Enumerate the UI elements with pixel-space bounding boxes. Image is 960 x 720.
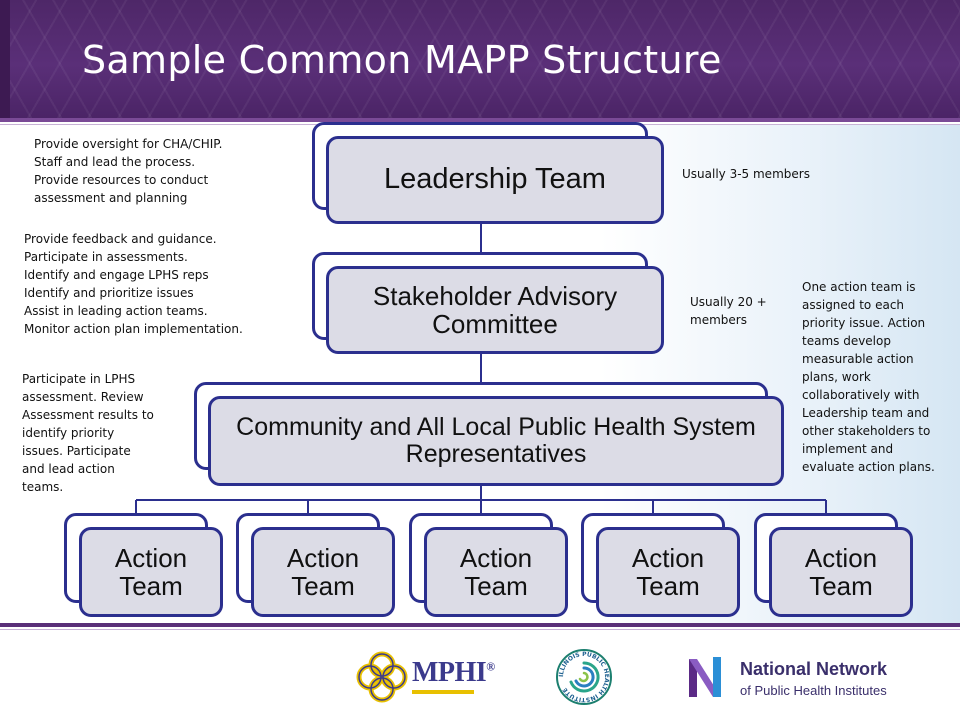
action-team-2-label: Action Team xyxy=(286,542,360,601)
action-team-2-box: Action Team xyxy=(251,527,395,617)
note-line: plans, work xyxy=(802,370,871,384)
stakeholder-committee-box: Stakeholder Advisory Committee xyxy=(326,266,664,354)
note-line: assessment and planning xyxy=(34,191,188,205)
action-team-1-box: Action Team xyxy=(79,527,223,617)
note-line: assigned to each xyxy=(802,298,905,312)
illinois-public-health-institute-logo-icon: ILLINOIS PUBLIC HEALTH INSTITUTE xyxy=(556,649,612,705)
note-line: assessment. Review xyxy=(22,390,144,404)
stakeholder-size-note: Usually 20 + members xyxy=(690,293,767,329)
mphi-logo-bar xyxy=(412,690,474,694)
action-team-4-label: Action Team xyxy=(631,542,705,601)
header-left-stripe xyxy=(0,0,10,118)
note-line: Leadership team and xyxy=(802,406,930,420)
national-network-subtitle: of Public Health Institutes xyxy=(740,683,887,698)
note-line: Usually 20 + xyxy=(690,295,767,309)
action-team-5-label: Action Team xyxy=(804,542,878,601)
mphi-logo-name: MPHI xyxy=(412,657,487,688)
mphi-logo-text: MPHI® xyxy=(412,657,495,689)
note-line: implement and xyxy=(802,442,894,456)
action-teams-description-note: One action team is assigned to each prio… xyxy=(802,278,935,476)
note-line: Assessment results to xyxy=(22,408,154,422)
note-line: priority issue. Action xyxy=(802,316,926,330)
note-line: Assist in leading action teams. xyxy=(24,304,208,318)
note-line: evaluate action plans. xyxy=(802,460,935,474)
note-line: Provide feedback and guidance. xyxy=(24,232,217,246)
header-rule xyxy=(0,118,960,122)
note-line: Participate in assessments. xyxy=(24,250,188,264)
action-team-3-box: Action Team xyxy=(424,527,568,617)
note-line: teams. xyxy=(22,480,64,494)
note-line: Identify and engage LPHS reps xyxy=(24,268,209,282)
slide-title: Sample Common MAPP Structure xyxy=(82,38,722,82)
footer-rule xyxy=(0,623,960,627)
note-line: measurable action xyxy=(802,352,914,366)
footer-rule-thin xyxy=(0,629,960,630)
note-line: teams develop xyxy=(802,334,891,348)
action-team-3-label: Action Team xyxy=(459,542,533,601)
action-team-5-box: Action Team xyxy=(769,527,913,617)
national-network-logo-icon xyxy=(689,657,721,697)
note-line: Provide resources to conduct xyxy=(34,173,209,187)
note-line: and lead action xyxy=(22,462,115,476)
note-line: Provide oversight for CHA/CHIP. xyxy=(34,137,223,151)
note-line: One action team is xyxy=(802,280,916,294)
note-line: Identify and prioritize issues xyxy=(24,286,194,300)
stakeholder-committee-label: Stakeholder Advisory Committee xyxy=(372,280,618,339)
header-pattern xyxy=(0,0,960,118)
leadership-team-box: Leadership Team xyxy=(326,136,664,224)
community-label: Community and All Local Public Health Sy… xyxy=(236,413,756,468)
note-line: collaboratively with xyxy=(802,388,920,402)
action-team-1-label: Action Team xyxy=(114,542,188,601)
community-box: Community and All Local Public Health Sy… xyxy=(208,396,784,486)
note-line: identify priority xyxy=(22,426,115,440)
community-responsibilities-note: Participate in LPHS assessment. Review A… xyxy=(22,370,154,496)
note-line: Monitor action plan implementation. xyxy=(24,322,243,336)
slide-header: Sample Common MAPP Structure xyxy=(0,0,960,118)
note-line: Staff and lead the process. xyxy=(34,155,196,169)
mphi-logo-icon xyxy=(356,651,408,703)
note-line: issues. Participate xyxy=(22,444,131,458)
leadership-size-note: Usually 3-5 members xyxy=(682,165,810,183)
action-team-4-box: Action Team xyxy=(596,527,740,617)
note-line: Participate in LPHS xyxy=(22,372,136,386)
stakeholder-responsibilities-note: Provide feedback and guidance. Participa… xyxy=(24,230,243,338)
mphi-registered-mark: ® xyxy=(486,659,495,674)
national-network-name: National Network xyxy=(740,659,888,679)
note-line: other stakeholders to xyxy=(802,424,931,438)
leadership-responsibilities-note: Provide oversight for CHA/CHIP. Staff an… xyxy=(34,135,222,207)
note-line: members xyxy=(690,313,747,327)
note-line: Usually 3-5 members xyxy=(682,167,810,181)
leadership-team-label: Leadership Team xyxy=(384,163,606,196)
